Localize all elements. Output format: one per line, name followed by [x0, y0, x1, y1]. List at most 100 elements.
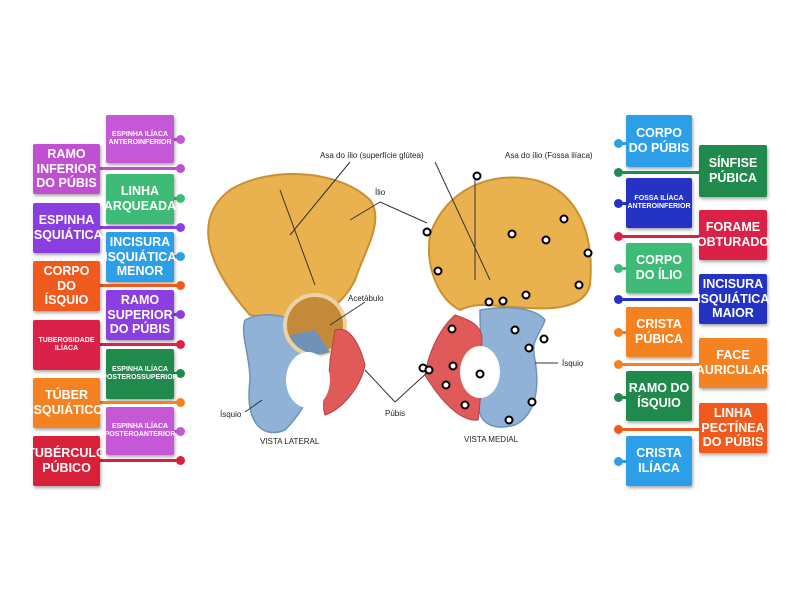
drag-label[interactable]: RAMO INFERIOR DO PÚBIS	[33, 144, 100, 194]
connector-line	[620, 396, 626, 399]
drag-label[interactable]: ESPINHA ILÍACA ANTEROINFERIOR	[106, 115, 174, 163]
connector-dot[interactable]	[176, 252, 185, 261]
drag-label[interactable]: FORAME OBTURADO	[697, 210, 769, 260]
connector-line	[100, 226, 180, 229]
drag-label[interactable]: TUBEROSIDADE ILÍACA	[33, 320, 100, 370]
hotspots	[418, 171, 593, 425]
drag-label[interactable]: FOSSA ILÍACA ANTEROINFERIOR	[626, 178, 692, 228]
connector-line	[620, 460, 626, 463]
drag-label[interactable]: TÚBER ISQUIÁTICO	[30, 378, 103, 428]
hotspot[interactable]	[460, 400, 470, 410]
connector-dot[interactable]	[614, 360, 623, 369]
drag-label[interactable]: RAMO SUPERIOR DO PÚBIS	[106, 290, 174, 340]
connector-line	[620, 235, 699, 238]
label-isquio-left: Ísquio	[220, 410, 242, 419]
connector-line	[620, 331, 626, 334]
drag-label[interactable]: FACE AURICULAR	[696, 338, 770, 388]
connector-dot[interactable]	[176, 194, 185, 203]
drag-label[interactable]: CORPO DO PÚBIS	[626, 115, 692, 167]
drag-label[interactable]: INCISURA ISQUIÁTICA MENOR	[104, 232, 176, 282]
hotspot[interactable]	[448, 361, 458, 371]
hotspot[interactable]	[472, 171, 482, 181]
connector-dot[interactable]	[614, 199, 623, 208]
connector-line	[100, 459, 180, 462]
connector-dot[interactable]	[614, 232, 623, 241]
drag-label[interactable]: CRISTA ILÍACA	[626, 436, 692, 486]
hotspot[interactable]	[541, 235, 551, 245]
drag-label[interactable]: CORPO DO ÍSQUIO	[33, 261, 100, 311]
hotspot[interactable]	[424, 365, 434, 375]
connector-line	[620, 171, 699, 174]
connector-dot[interactable]	[614, 328, 623, 337]
connector-dot[interactable]	[614, 457, 623, 466]
connector-dot[interactable]	[176, 164, 185, 173]
connector-dot[interactable]	[176, 398, 185, 407]
connector-dot[interactable]	[614, 295, 623, 304]
label-pubis: Púbis	[385, 409, 405, 418]
lateral-ilium	[207, 173, 377, 322]
drag-label[interactable]: CORPO DO ÍLIO	[626, 243, 692, 293]
medial-ilium	[428, 176, 592, 312]
hotspot[interactable]	[583, 248, 593, 258]
connector-dot[interactable]	[176, 310, 185, 319]
hotspot[interactable]	[498, 296, 508, 306]
connector-dot[interactable]	[176, 369, 185, 378]
connector-dot[interactable]	[614, 139, 623, 148]
drag-label[interactable]: INCISURA ISQUIÁTICA MAIOR	[697, 274, 769, 324]
drag-label[interactable]: ESPINHA ISQUIÁTICA	[30, 203, 103, 253]
connector-dot[interactable]	[176, 281, 185, 290]
connector-line	[620, 267, 626, 270]
connector-line	[100, 167, 180, 170]
connector-line	[100, 284, 180, 287]
hotspot[interactable]	[521, 290, 531, 300]
hotspot[interactable]	[524, 343, 534, 353]
hotspot[interactable]	[510, 325, 520, 335]
drag-label[interactable]: LINHA ARQUEADA	[104, 174, 176, 224]
connector-line	[620, 142, 626, 145]
connector-dot[interactable]	[176, 223, 185, 232]
lateral-obturator-foramen	[286, 352, 330, 408]
hotspot[interactable]	[484, 297, 494, 307]
connector-dot[interactable]	[614, 425, 623, 434]
label-vista-medial: VISTA MEDIAL	[464, 435, 519, 444]
hotspot[interactable]	[447, 324, 457, 334]
leader-lines	[244, 161, 558, 413]
drag-label[interactable]: SÍNFISE PÚBICA	[699, 145, 767, 197]
label-asa-glutea: Asa do ílio (superfície glútea)	[320, 151, 424, 160]
connector-dot[interactable]	[614, 168, 623, 177]
connector-dot[interactable]	[614, 264, 623, 273]
drag-label[interactable]: TUBÉRCULO PÚBICO	[27, 436, 106, 486]
label-acetabulo: Acetábulo	[348, 294, 384, 303]
connector-line	[620, 202, 626, 205]
drag-label[interactable]: ESPINHA ILÍACA POSTEROANTERIOR	[105, 407, 175, 455]
hotspot[interactable]	[527, 397, 537, 407]
hotspot[interactable]	[433, 266, 443, 276]
connector-dot[interactable]	[176, 456, 185, 465]
drag-label[interactable]: CRISTA PÚBICA	[626, 307, 692, 357]
hotspot[interactable]	[504, 415, 514, 425]
label-isquio-right: Ísquio	[562, 359, 584, 368]
connector-line	[620, 363, 699, 366]
hotspot[interactable]	[539, 334, 549, 344]
label-vista-lateral: VISTA LATERAL	[260, 437, 320, 446]
hotspot[interactable]	[441, 380, 451, 390]
drag-label[interactable]: ESPINHA ILÍACA POSTEROSSUPERIOR	[102, 349, 178, 399]
pelvis-diagram: Asa do ílio (superfície glútea) Asa do í…	[207, 151, 593, 446]
drag-label[interactable]: LINHA PECTÍNEA DO PÚBIS	[699, 403, 767, 453]
label-ilio: Ílio	[375, 188, 386, 197]
hotspot[interactable]	[559, 214, 569, 224]
connector-dot[interactable]	[176, 427, 185, 436]
hotspot[interactable]	[574, 280, 584, 290]
connector-line	[100, 343, 180, 346]
connector-line	[620, 298, 699, 301]
connector-dot[interactable]	[176, 135, 185, 144]
drag-label[interactable]: RAMO DO ÍSQUIO	[626, 371, 692, 421]
lateral-acetabulum-blue	[290, 330, 330, 355]
label-asa-fossa: Asa do ílio (Fossa ilíaca)	[505, 151, 593, 160]
hotspot[interactable]	[507, 229, 517, 239]
connector-dot[interactable]	[614, 393, 623, 402]
hotspot[interactable]	[475, 369, 485, 379]
hotspot[interactable]	[422, 227, 432, 237]
connector-dot[interactable]	[176, 340, 185, 349]
